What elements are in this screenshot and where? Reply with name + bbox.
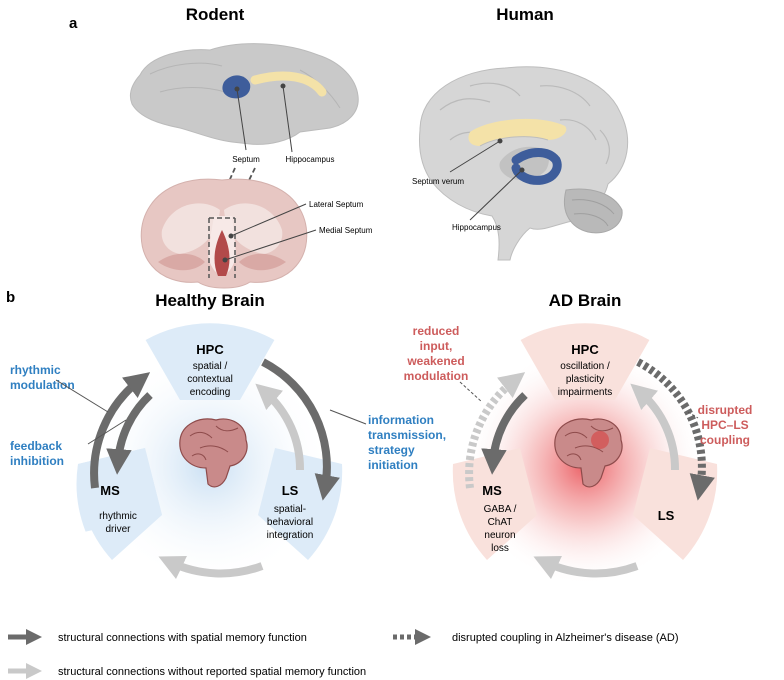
feedback-inhibition-line-1: feedback <box>10 439 62 453</box>
reduced-input-line-2: input, <box>420 339 453 353</box>
healthy-ls-desc-3: integration <box>267 530 314 541</box>
ad-ls-name: LS <box>658 508 675 523</box>
healthy-ms-desc-1: rhythmic <box>99 511 137 522</box>
healthy-ls-name: LS <box>282 483 299 498</box>
ad-ms-desc-2: ChAT <box>488 517 513 528</box>
healthy-ls-desc-1: spatial- <box>274 504 306 515</box>
rodent-hippocampus-label: Hippocampus <box>286 155 335 164</box>
info-transmission-line-1: information <box>368 413 434 427</box>
healthy-brain-icon <box>179 418 248 488</box>
rodent-coronal-brain <box>140 178 308 289</box>
info-transmission-line-2: transmission, <box>368 428 446 442</box>
rodent-title: Rodent <box>186 5 245 24</box>
ad-hpc-desc-2: plasticity <box>566 374 604 385</box>
healthy-ms-desc-2: driver <box>105 524 131 535</box>
reduced-input-line-4: modulation <box>404 369 469 383</box>
rodent-hippocampus-shape <box>250 71 327 97</box>
healthy-hpc-to-ls-arrow <box>261 358 340 501</box>
medial-septum-shape <box>214 230 230 276</box>
ad-ls-to-hpc-arrow <box>630 383 680 471</box>
ad-brain-icon <box>554 418 623 488</box>
ad-ms-desc-1: GABA / <box>484 504 517 515</box>
healthy-hpc-desc-1: spatial / <box>193 361 228 372</box>
healthy-ms-to-hpc-arrow <box>90 372 151 489</box>
healthy-hpc-sector <box>145 323 275 400</box>
info-transmission-line-4: initiation <box>368 458 418 472</box>
rodent-septum-label: Septum <box>232 155 260 164</box>
ad-hpc-desc-3: impairments <box>558 387 612 398</box>
ad-ms-to-hpc-arrow <box>465 372 526 489</box>
medial-septum-label: Medial Septum <box>319 226 373 235</box>
ad-ls-to-ms-arrow <box>533 555 639 580</box>
ad-ms-desc-3: neuron <box>484 530 515 541</box>
panel-b-label: b <box>6 289 15 306</box>
healthy-ls-to-ms-arrow <box>158 555 264 580</box>
ad-ms-name: MS <box>482 483 502 498</box>
human-sagittal-brain <box>419 66 629 261</box>
disrupted-coupling-line-2: HPC–LS <box>701 418 748 432</box>
info-transmission-line-3: strategy <box>368 443 415 457</box>
ad-hpc-desc-1: oscillation / <box>560 361 610 372</box>
healthy-ms-name: MS <box>100 483 120 498</box>
legend-solid-dark-label: structural connections with spatial memo… <box>58 632 307 644</box>
reduced-input-line-3: weakened <box>406 354 464 368</box>
ad-hpc-to-ms-arrow <box>481 392 528 475</box>
ad-hpc-name: HPC <box>571 342 599 357</box>
healthy-hpc-name: HPC <box>196 342 224 357</box>
panel-a-label: a <box>69 15 78 32</box>
healthy-title: Healthy Brain <box>155 291 265 310</box>
human-title: Human <box>496 5 554 24</box>
reduced-input-line-1: reduced <box>413 324 460 338</box>
rhythmic-modulation-line-1: rhythmic <box>10 363 61 377</box>
ad-ms-sector <box>452 448 537 560</box>
healthy-ls-desc-2: behavioral <box>267 517 313 528</box>
human-hippocampus-shape <box>511 148 562 185</box>
legend-solid-light-label: structural connections without reported … <box>58 666 366 678</box>
healthy-hpc-desc-3: encoding <box>190 387 231 398</box>
feedback-inhibition-line-2: inhibition <box>10 454 64 468</box>
legend-dashed-label: disrupted coupling in Alzheimer's diseas… <box>452 632 679 644</box>
healthy-hpc-desc-2: contextual <box>187 374 233 385</box>
ad-title: AD Brain <box>549 291 622 310</box>
ad-ms-desc-4: loss <box>491 543 509 554</box>
septum-verum-label: Septum verum <box>412 177 464 186</box>
rodent-sagittal-brain <box>129 43 359 145</box>
disrupted-coupling-line-1: disrupted <box>698 403 753 417</box>
healthy-ls-to-hpc-arrow <box>255 383 305 471</box>
ad-hpc-sector <box>520 323 650 400</box>
human-hippocampus-label: Hippocampus <box>452 223 501 232</box>
legend: structural connections with spatial memo… <box>8 628 679 680</box>
disrupted-coupling-line-3: coupling <box>700 433 750 447</box>
lateral-septum-label: Lateral Septum <box>309 200 364 209</box>
healthy-hpc-to-ms-arrow <box>106 392 153 475</box>
